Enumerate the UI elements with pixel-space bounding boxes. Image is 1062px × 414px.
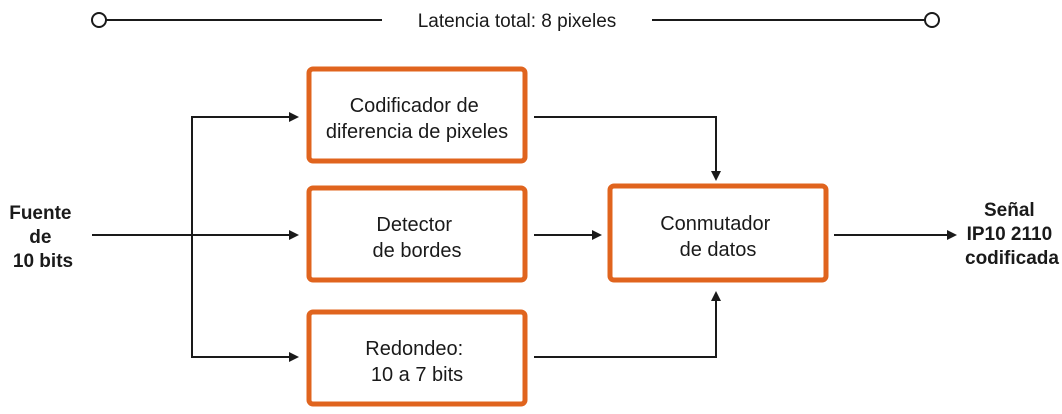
latency-bar: Latencia total: 8 pixeles xyxy=(91,11,940,32)
edge-detector-label: Detector de bordes xyxy=(373,214,462,262)
data-switch-label: Conmutador de datos xyxy=(660,213,776,261)
data-switch-line-1: Conmutador xyxy=(660,213,770,235)
input-label-line-3: 10 bits xyxy=(13,251,73,272)
output-label: Señal IP10 2110 codificada xyxy=(965,200,1059,269)
output-label-line-1: Señal xyxy=(984,200,1035,221)
input-label-line-2: de xyxy=(29,227,51,248)
pixel-diff-encoder-box xyxy=(306,66,528,164)
latency-end-dot xyxy=(924,12,940,28)
edge-detector-line-1: Detector xyxy=(376,214,452,236)
arrow-encoder-to-switch xyxy=(534,116,721,181)
latency-start-dot xyxy=(91,12,107,28)
data-switch-line-2: de datos xyxy=(680,239,757,261)
pixel-diff-encoder-label: Codificador de diferencia de pixeles xyxy=(326,95,508,143)
rounding-line-1: Redondeo: xyxy=(365,338,463,360)
edge-detector-block: Detector de bordes xyxy=(306,185,528,283)
edge-detector-box xyxy=(306,185,528,283)
latency-label: Latencia total: 8 pixeles xyxy=(418,11,617,32)
connectors xyxy=(92,112,957,362)
data-switch-box xyxy=(607,183,829,283)
edge-detector-line-2: de bordes xyxy=(373,240,462,262)
rounding-box xyxy=(306,309,528,407)
input-label-line-1: Fuente xyxy=(9,203,71,224)
pixel-diff-encoder-block: Codificador de diferencia de pixeles xyxy=(306,66,528,164)
rounding-line-2: 10 a 7 bits xyxy=(371,364,463,386)
input-label: Fuente de 10 bits xyxy=(9,203,77,272)
data-switch-block: Conmutador de datos xyxy=(607,183,829,283)
output-label-line-3: codificada xyxy=(965,248,1059,269)
rounding-block: Redondeo: 10 a 7 bits xyxy=(306,309,528,407)
pixel-diff-encoder-line-2: diferencia de pixeles xyxy=(326,121,508,143)
rounding-label: Redondeo: 10 a 7 bits xyxy=(365,338,468,386)
pixel-diff-encoder-line-1: Codificador de xyxy=(350,95,479,117)
output-label-line-2: IP10 2110 xyxy=(967,224,1053,245)
arrow-rounding-to-switch xyxy=(534,291,721,358)
